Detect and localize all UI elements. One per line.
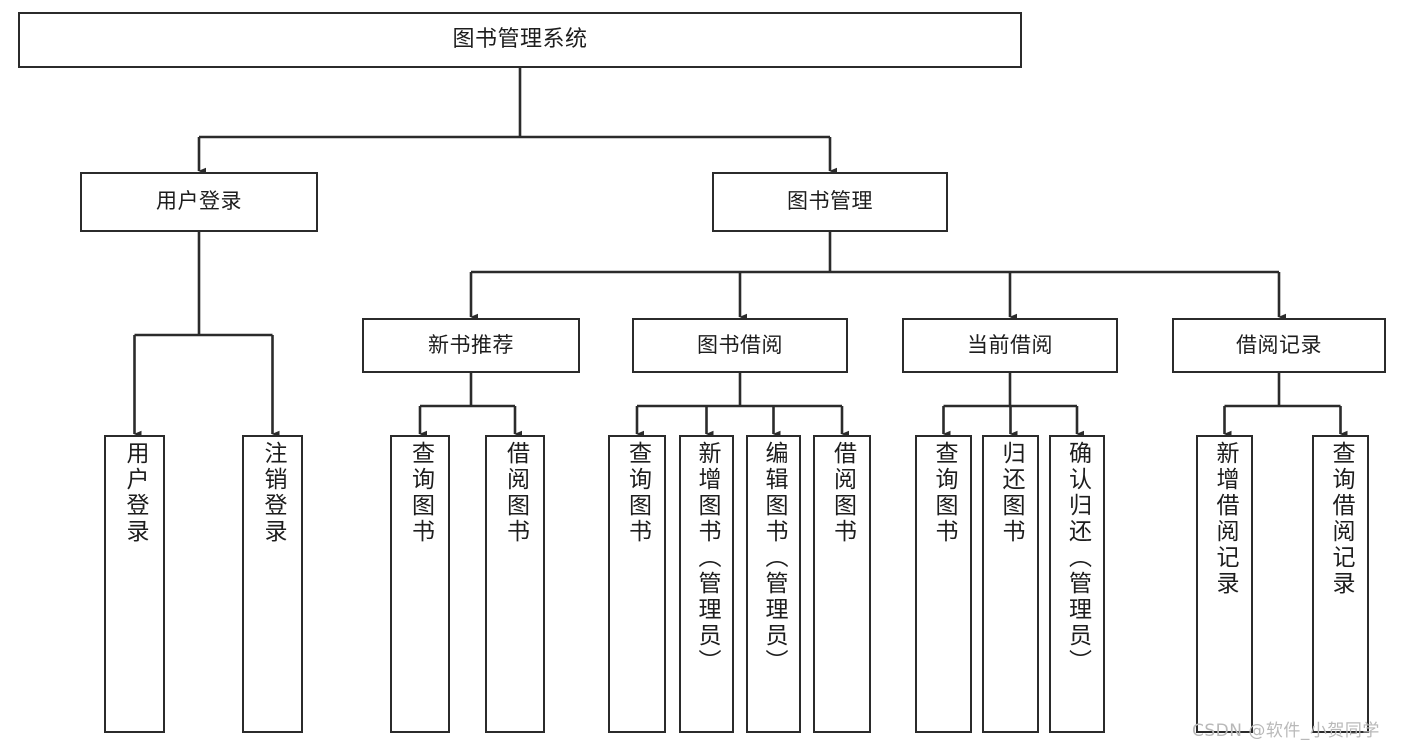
node-borrow[interactable]: 图书借阅: [632, 318, 848, 373]
node-leaf-edit-book[interactable]: 编辑图书（管理员）: [746, 435, 801, 733]
node-label: 新书推荐: [428, 332, 514, 357]
node-current[interactable]: 当前借阅: [902, 318, 1118, 373]
csdn-watermark: CSDN @软件_小贺同学: [1192, 721, 1380, 741]
node-label: 新增图书（管理员）: [694, 441, 720, 675]
node-leaf-return-book[interactable]: 归还图书: [982, 435, 1039, 733]
node-label: 查询图书: [624, 441, 651, 545]
node-label: 用户登录: [156, 189, 242, 214]
node-label: 图书管理: [787, 189, 873, 214]
node-leaf-confirm-return[interactable]: 确认归还（管理员）: [1049, 435, 1105, 733]
node-label: 借阅图书: [502, 441, 529, 545]
node-label: 归还图书: [998, 441, 1024, 545]
node-leaf-logout[interactable]: 注销登录: [242, 435, 303, 733]
node-bookmgmt[interactable]: 图书管理: [712, 172, 948, 232]
node-label: 借阅记录: [1236, 332, 1322, 357]
node-newbook[interactable]: 新书推荐: [362, 318, 580, 373]
node-leaf-query-book-2[interactable]: 查询图书: [608, 435, 666, 733]
node-label: 当前借阅: [967, 332, 1053, 357]
node-label: 编辑图书（管理员）: [761, 441, 787, 675]
node-leaf-borrow-book-1[interactable]: 借阅图书: [485, 435, 545, 733]
node-leaf-query-book-3[interactable]: 查询图书: [915, 435, 972, 733]
node-label: 图书管理系统: [452, 26, 588, 52]
node-label: 新增借阅记录: [1212, 441, 1238, 597]
node-label: 确认归还（管理员）: [1064, 441, 1091, 675]
node-leaf-query-record[interactable]: 查询借阅记录: [1312, 435, 1369, 733]
node-label: 借阅图书: [829, 441, 856, 545]
node-label: 查询借阅记录: [1328, 441, 1354, 597]
node-label: 用户登录: [122, 441, 148, 545]
node-leaf-add-book[interactable]: 新增图书（管理员）: [679, 435, 734, 733]
node-root[interactable]: 图书管理系统: [18, 12, 1022, 68]
node-leaf-borrow-book-2[interactable]: 借阅图书: [813, 435, 871, 733]
node-label: 注销登录: [260, 441, 286, 545]
node-label: 图书借阅: [697, 332, 783, 357]
node-label: 查询图书: [407, 441, 434, 545]
node-label: 查询图书: [931, 441, 957, 545]
edge-paths: [133, 68, 1348, 438]
node-leaf-user-login[interactable]: 用户登录: [104, 435, 165, 733]
node-leaf-query-book-1[interactable]: 查询图书: [390, 435, 450, 733]
node-record[interactable]: 借阅记录: [1172, 318, 1386, 373]
node-leaf-add-record[interactable]: 新增借阅记录: [1196, 435, 1253, 733]
node-login[interactable]: 用户登录: [80, 172, 318, 232]
